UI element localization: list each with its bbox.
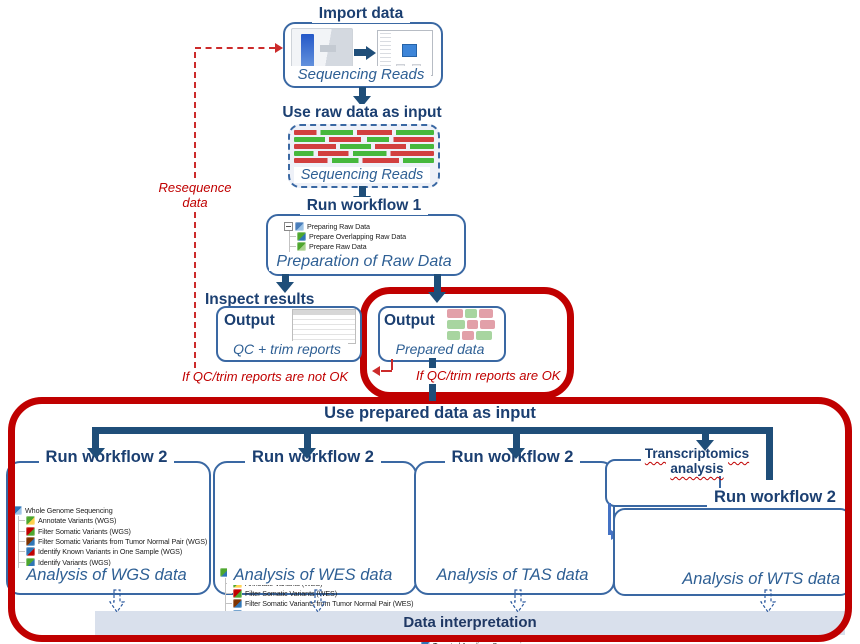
filter-tumor-normal-pair-icon	[26, 537, 35, 547]
arrow-stem	[701, 434, 709, 440]
down-arrow-icon	[353, 96, 371, 107]
prepared-reads-image	[446, 308, 500, 341]
sequencing-reads-image	[290, 126, 438, 163]
machine-slot	[320, 45, 336, 52]
import-arrow-icon	[366, 45, 376, 60]
tree-item: Whole Genome Sequencing	[13, 505, 860, 515]
distribution-line	[92, 427, 773, 434]
wes-caption: Analysis of WES data	[213, 566, 413, 585]
annotate-variants-icon	[26, 516, 35, 526]
down-arrow-icon	[276, 282, 294, 293]
screenshot-node	[402, 44, 417, 57]
dashed-down-arrow-icon	[759, 589, 777, 614]
targeted-amplicon-sequencing-icon	[421, 640, 430, 644]
notok-path-horizontal	[381, 370, 392, 372]
transcriptomics-title: Transcriptomics analysis	[627, 446, 767, 476]
resequence-path-horizontal	[195, 47, 275, 49]
data-interpretation-bar: Data interpretation	[95, 611, 845, 635]
filter-somatic-variants-icon	[233, 588, 242, 598]
data-interpretation-label: Data interpretation	[403, 614, 537, 631]
arrow-stem	[303, 434, 311, 448]
filter-somatic-variants-icon	[26, 526, 35, 536]
distribution-line-bend	[766, 427, 773, 480]
raw-input-heading: Use raw data as input	[250, 104, 474, 122]
down-arrow-icon	[86, 448, 105, 459]
tas-tree: Targeted Amplicon Sequencing Annotate Va…	[421, 640, 860, 644]
arrow-stem	[92, 427, 99, 448]
folder-icon	[295, 221, 304, 231]
inspect-results-heading: Inspect results	[205, 291, 315, 308]
filter-tumor-normal-pair-icon	[233, 599, 242, 609]
prepared-output-label: Output	[384, 312, 435, 329]
run-workflow1-title: Run workflow 1	[266, 197, 462, 215]
machine-panel	[301, 34, 314, 72]
down-arrow-icon	[428, 292, 446, 303]
transcriptomics-connector	[608, 503, 611, 535]
whole-genome-sequencing-icon	[13, 505, 22, 515]
tree-item: Filter Somatic Variants from Tumor Norma…	[220, 598, 860, 610]
collapse-expander-icon	[284, 221, 293, 231]
arrow-stem	[512, 434, 520, 448]
wts-title: Run workflow 2	[700, 488, 850, 507]
resequence-arrowhead-icon	[275, 43, 283, 53]
raw-reads-caption: Sequencing Reads	[288, 166, 436, 184]
workflow1-caption: Preparation of Raw Data	[266, 253, 462, 271]
known-variants-icon	[26, 547, 35, 557]
ok-label: If QC/trim reports are OK	[416, 368, 561, 383]
qc-output-label: Output	[224, 312, 275, 329]
wgs-title: Run workflow 2	[6, 448, 207, 467]
notok-path-vertical	[391, 359, 393, 370]
import-data-title: Import data	[283, 5, 439, 23]
arrow-stem	[428, 358, 436, 368]
prepared-input-heading: Use prepared data as input	[230, 404, 630, 423]
arrow-stem	[358, 186, 366, 196]
prepare-raw-data-icon	[297, 242, 306, 252]
arrow-stem	[428, 384, 436, 401]
down-arrow-icon	[696, 440, 714, 451]
import-caption: Sequencing Reads	[283, 66, 439, 84]
tree-item: Prepare Overlapping Raw Data	[284, 231, 860, 242]
tree-item: Preparing Raw Data	[284, 221, 860, 231]
whole-exome-sequencing-icon	[220, 568, 229, 578]
arrow-stem	[358, 87, 366, 96]
screenshot-sidebar	[380, 33, 391, 71]
workflow1-tree: Preparing Raw Data Prepare Overlapping R…	[284, 221, 860, 253]
down-arrow-icon	[507, 448, 525, 459]
arrow-stem	[433, 274, 441, 292]
arrow-stem	[281, 274, 289, 282]
prepared-data-callout	[360, 287, 574, 399]
notok-arrowhead-icon	[372, 366, 380, 376]
dashed-down-arrow-icon	[309, 589, 327, 614]
identify-variants-icon	[26, 557, 35, 567]
dashed-down-arrow-icon	[108, 589, 126, 614]
prepare-overlapping-raw-data-icon	[297, 232, 306, 242]
qc-output-caption: QC + trim reports	[216, 341, 358, 359]
prepared-output-caption: Prepared data	[378, 341, 502, 359]
wts-caption: Analysis of WTS data	[640, 570, 845, 589]
dashed-down-arrow-icon	[509, 589, 527, 614]
qc-report-image	[292, 309, 356, 344]
tree-item: Prepare Raw Data	[284, 241, 860, 253]
notok-label: If QC/trim reports are not OK	[182, 369, 349, 384]
tas-caption: Analysis of TAS data	[414, 566, 611, 585]
import-arrow-stem	[354, 49, 366, 56]
wgs-caption: Analysis of WGS data	[6, 566, 207, 585]
down-arrow-icon	[298, 448, 316, 459]
tree-item: Targeted Amplicon Sequencing	[421, 640, 860, 644]
